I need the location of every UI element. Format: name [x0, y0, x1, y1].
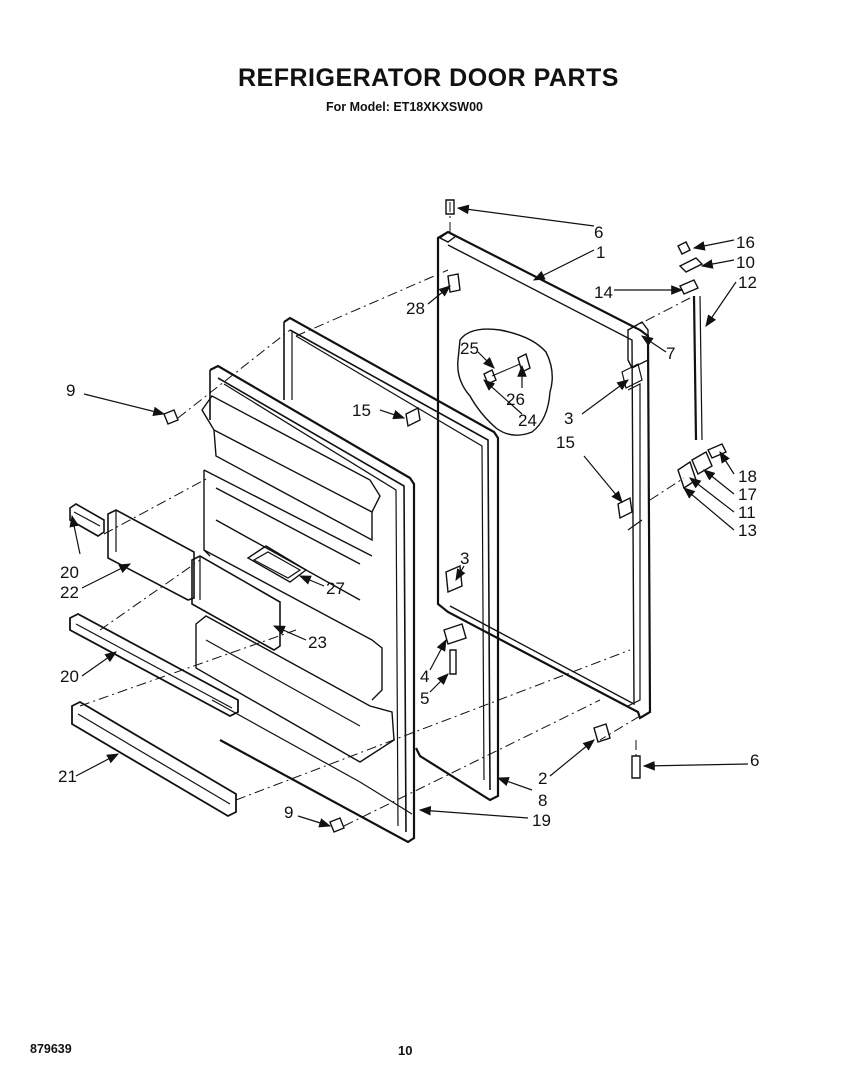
callout-leaders	[69, 204, 749, 828]
callout-13: 13	[738, 521, 757, 540]
callout-15-left: 15	[352, 401, 371, 420]
callout-15-right: 15	[556, 433, 575, 452]
callout-23: 23	[308, 633, 327, 652]
shelf-bar-20-lower	[69, 612, 239, 718]
callout-14: 14	[594, 283, 613, 302]
callout-labels: 6 1 16 10 14 12 28 7 25 26 24 9 15 3 15 …	[58, 223, 759, 830]
callout-17: 17	[738, 485, 757, 504]
inner-door-liner	[195, 364, 416, 844]
shelf-bar-21	[71, 700, 237, 818]
document-number: 879639	[30, 1042, 72, 1056]
callout-2: 2	[538, 769, 547, 788]
screws-and-brackets	[163, 199, 641, 833]
callout-22: 22	[60, 583, 79, 602]
callout-20-lower: 20	[60, 667, 79, 686]
callout-7: 7	[666, 344, 675, 363]
outer-door-panel	[436, 230, 652, 720]
callout-20-upper: 20	[60, 563, 79, 582]
model-subtitle: For Model: ET18XKXSW00	[326, 100, 483, 114]
callout-16: 16	[736, 233, 755, 252]
callout-6-bottom: 6	[750, 751, 759, 770]
callout-6-top: 6	[594, 223, 603, 242]
callout-9-top: 9	[66, 381, 75, 400]
callout-28: 28	[406, 299, 425, 318]
hinge-hardware	[677, 241, 727, 490]
callout-11: 11	[738, 503, 756, 522]
callout-25: 25	[460, 339, 479, 358]
page-title: REFRIGERATOR DOOR PARTS	[238, 64, 619, 92]
callout-21: 21	[58, 767, 77, 786]
callout-18: 18	[738, 467, 757, 486]
callout-10: 10	[736, 253, 755, 272]
callout-19: 19	[532, 811, 551, 830]
callout-27: 27	[326, 579, 345, 598]
callout-12: 12	[738, 273, 757, 292]
callout-3-right: 3	[564, 409, 573, 428]
callout-4: 4	[420, 667, 429, 686]
callout-26: 26	[506, 390, 525, 409]
callout-24: 24	[518, 411, 537, 430]
callout-3-center: 3	[460, 549, 469, 568]
callout-1: 1	[596, 243, 605, 262]
door-gasket	[283, 316, 500, 802]
page-number: 10	[398, 1043, 413, 1058]
alignment-lines	[79, 200, 691, 827]
callout-9-bottom: 9	[284, 803, 293, 822]
callout-5: 5	[420, 689, 429, 708]
callout-8: 8	[538, 791, 547, 810]
dairy-door-22	[107, 509, 195, 601]
dairy-door-23	[191, 555, 281, 651]
